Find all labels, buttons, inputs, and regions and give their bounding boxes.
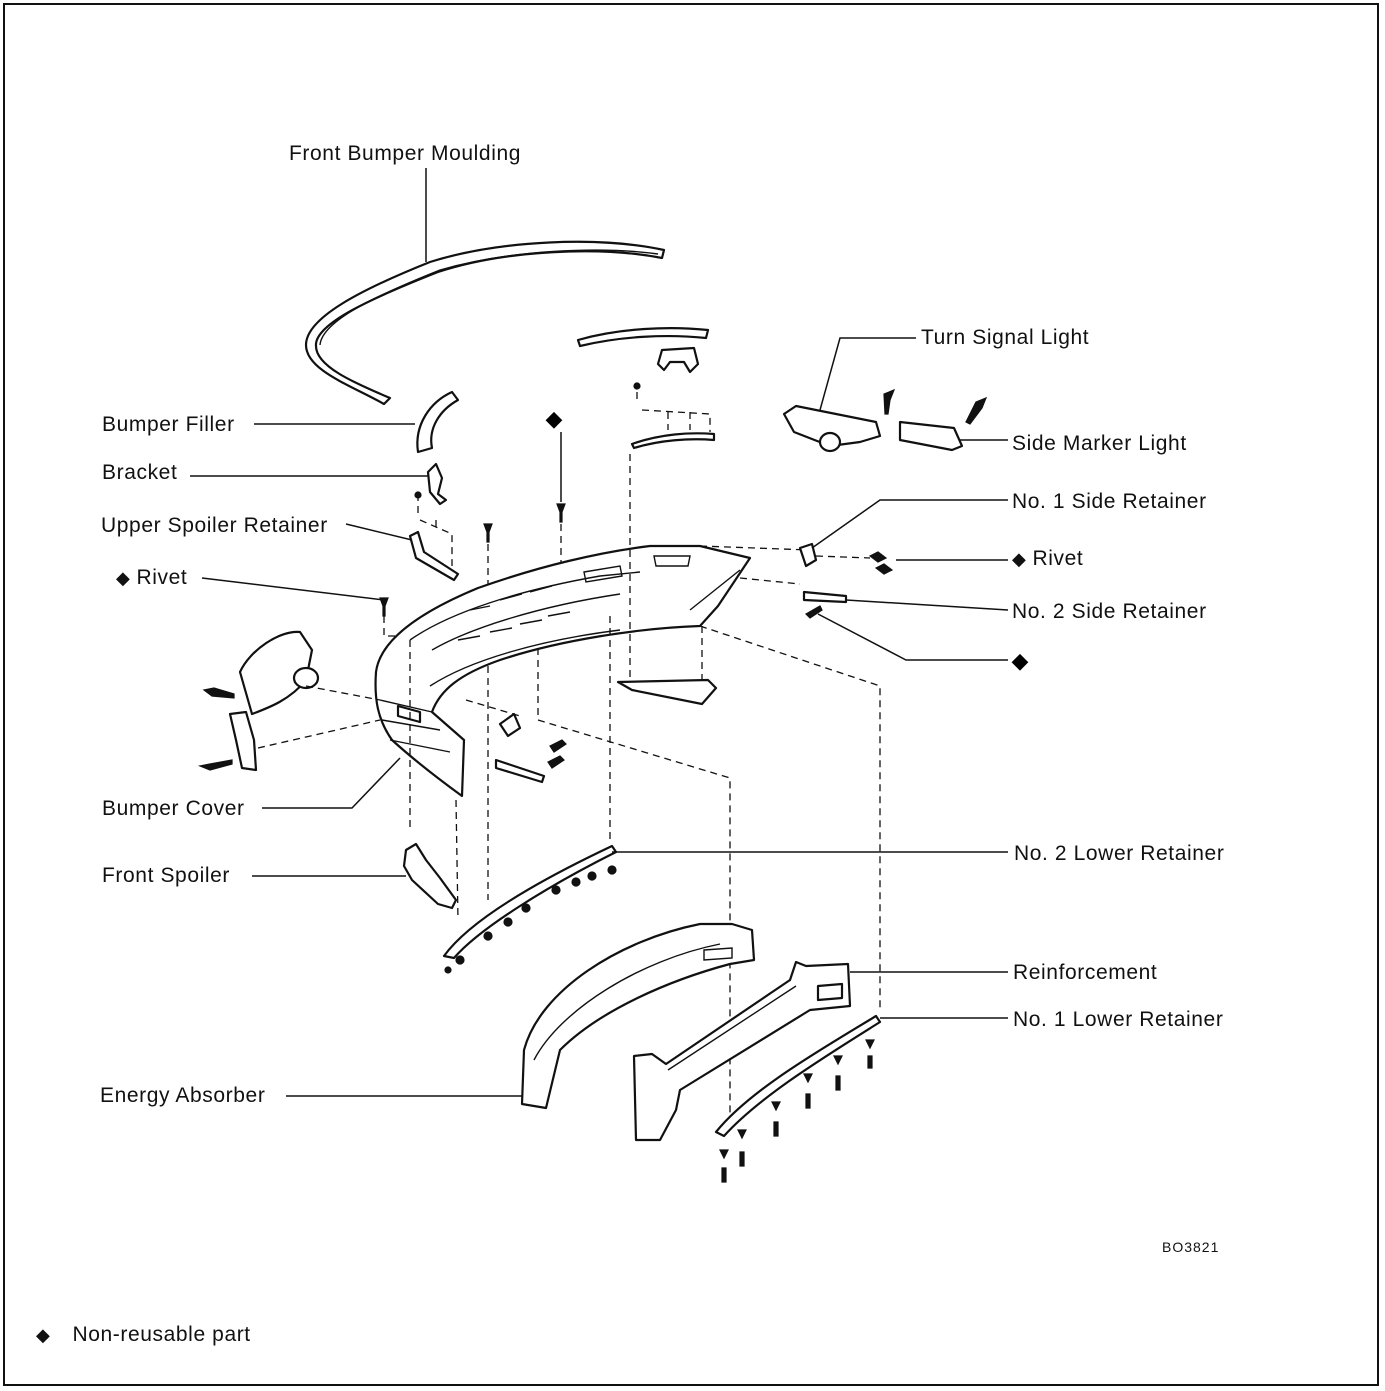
center-retainer-part: [494, 712, 567, 784]
label-no2-side-retainer: No. 2 Side Retainer: [1012, 600, 1207, 623]
label-front-bumper-moulding: Front Bumper Moulding: [289, 142, 522, 165]
left-turn-light-part: [197, 630, 381, 772]
nonreusable-icon: ◆: [36, 1325, 51, 1345]
reinforcement-part: [632, 960, 852, 1142]
label-front-spoiler: Front Spoiler: [102, 864, 231, 887]
diagram-frame: [3, 3, 1379, 1386]
label-rivet-left: ◆Rivet: [116, 566, 188, 589]
leader-left-rivet: [201, 577, 385, 601]
nonreusable-icon: ◆: [116, 568, 131, 588]
label-no1-lower-retainer: No. 1 Lower Retainer: [1013, 1008, 1224, 1031]
label-side-marker-light: Side Marker Light: [1012, 432, 1187, 455]
label-bumper-filler: Bumper Filler: [102, 413, 235, 436]
label-no1-side-retainer: No. 1 Side Retainer: [1012, 490, 1207, 513]
bumper-filler-part: [416, 390, 460, 454]
label-reinforcement: Reinforcement: [1013, 961, 1158, 984]
no2-lower-retainer-part: [442, 844, 618, 974]
no1-side-retainer-part: [798, 542, 818, 568]
front-bumper-moulding-part: [304, 240, 666, 406]
nonreusable-icon: ◆: [1012, 549, 1027, 569]
turn-signal-light-part: [782, 388, 896, 453]
nonreusable-marker-top: ◆: [546, 406, 563, 431]
side-marker-light-part: [898, 396, 988, 452]
leader-upper-spoiler-retainer: [345, 523, 413, 541]
figure-code: BO3821: [1162, 1239, 1220, 1255]
leader-right-diamond: [817, 613, 1008, 661]
label-turn-signal-light: Turn Signal Light: [921, 326, 1090, 349]
side-spoiler-part: [616, 678, 718, 706]
leader-turn-signal-light: [819, 337, 916, 411]
upper-grille-moulding-part: [576, 327, 716, 450]
leader-no1-side-retainer: [811, 499, 1008, 549]
label-bracket: Bracket: [102, 461, 178, 484]
legend-text: Non-reusable part: [72, 1323, 251, 1346]
energy-absorber-part: [520, 922, 756, 1110]
front-spoiler-part: [402, 842, 458, 910]
leader-no2-side-retainer: [845, 599, 1009, 611]
clip-fasteners: [719, 1039, 875, 1183]
upper-spoiler-retainer-part: [408, 530, 460, 582]
label-no2-lower-retainer: No. 2 Lower Retainer: [1014, 842, 1225, 865]
no1-lower-retainer-part: [714, 1014, 882, 1138]
bracket-part: [426, 462, 448, 506]
label-upper-spoiler-retainer: Upper Spoiler Retainer: [101, 514, 328, 537]
label-energy-absorber: Energy Absorber: [100, 1084, 266, 1107]
label-bumper-cover: Bumper Cover: [102, 797, 245, 820]
nonreusable-marker-right: ◆: [1012, 648, 1029, 673]
label-rivet-right: ◆Rivet: [1012, 547, 1084, 570]
no2-side-retainer-part: [802, 590, 848, 604]
bumper-cover-part: [374, 544, 752, 798]
leader-bumper-cover: [262, 757, 401, 809]
legend: ◆ Non-reusable part: [36, 1323, 251, 1347]
